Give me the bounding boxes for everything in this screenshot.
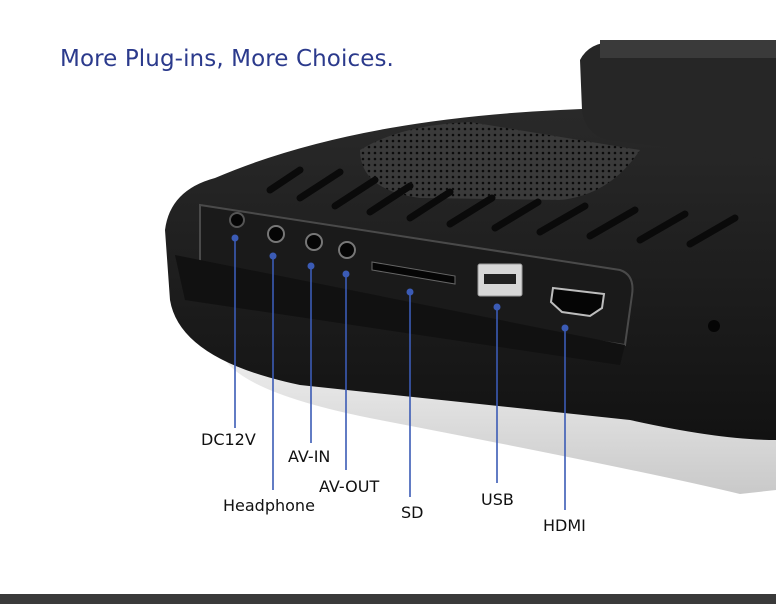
headline: More Plug-ins, More Choices. [60, 46, 394, 72]
label-dc12v: DC12V [201, 430, 256, 449]
label-av-in: AV-IN [288, 447, 331, 466]
bottom-bar [0, 594, 776, 604]
label-sd: SD [401, 503, 424, 522]
label-av-out: AV-OUT [319, 477, 380, 496]
label-usb: USB [481, 490, 514, 509]
label-hdmi: HDMI [543, 516, 586, 535]
label-headphone: Headphone [223, 496, 315, 515]
mount-block [580, 40, 776, 160]
